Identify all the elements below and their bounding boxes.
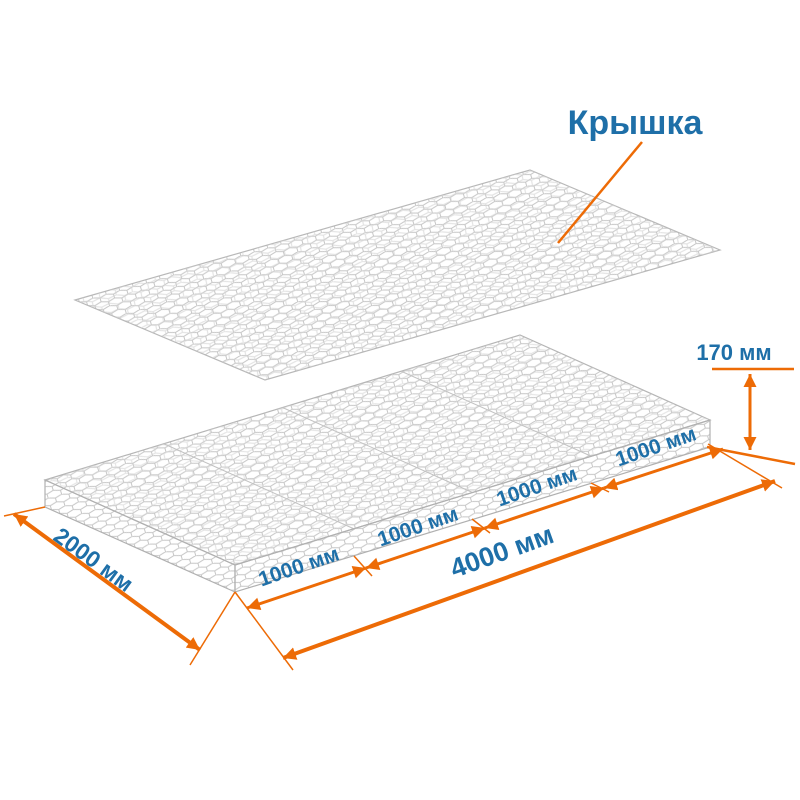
lid-leader-line (557, 141, 643, 244)
height-dimension-label: 170 мм (696, 340, 771, 365)
mattress-box (43, 334, 712, 593)
diaphragm-line (401, 370, 592, 457)
lid-mesh-sheet-overlay (75, 170, 720, 380)
width-extension-line (189, 591, 236, 666)
width-extension-line (3, 506, 46, 517)
dimension-annotations (3, 141, 796, 671)
diaphragm-line (282, 407, 473, 493)
width-dimension-arrow (12, 512, 202, 652)
total-length-dimension-label: 4000 мм (446, 519, 557, 584)
lid-panel (73, 169, 722, 381)
total-length-dimension-arrow (282, 479, 776, 660)
lid-label: Крышка (568, 104, 704, 142)
